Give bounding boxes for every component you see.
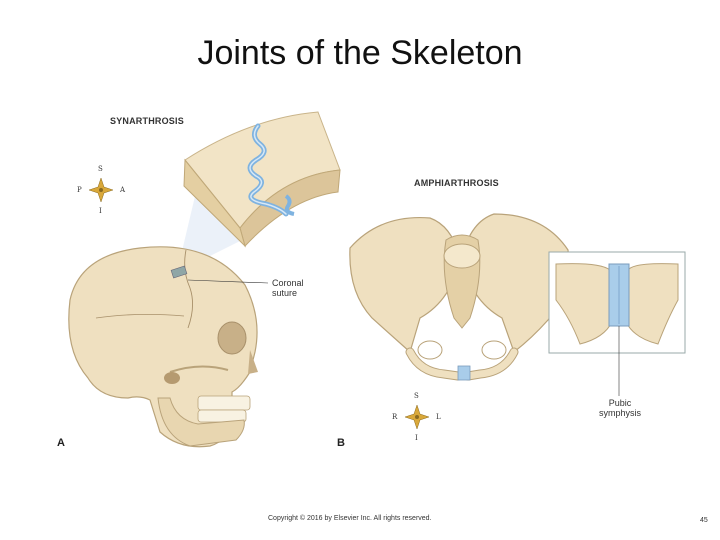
suture-block-side [239, 169, 341, 247]
compass-b-left: R [392, 413, 398, 421]
compass-b-bottom: I [415, 434, 418, 442]
pubic-symphysis-label-line1: Pubic [608, 398, 632, 408]
synarthrosis-heading: SYNARTHROSIS [110, 116, 184, 126]
slide-title: Joints of the Skeleton [197, 34, 523, 72]
suture-highlight-box [170, 265, 188, 279]
compass-rose-a [88, 177, 114, 203]
pubic-symphysis-cartilage [457, 365, 471, 381]
skull-ear [164, 372, 180, 384]
compass-rose-b [404, 404, 430, 430]
skull-mandible [157, 397, 245, 447]
coronal-leader-line [187, 279, 269, 284]
compass-a-left: P [77, 186, 82, 194]
coronal-suture-label: Coronal suture [272, 278, 304, 298]
suture-side-cut [284, 194, 295, 216]
copyright-notice: Copyright © 2016 by Elsevier Inc. All ri… [268, 515, 432, 522]
skull [68, 246, 269, 448]
compass-a-bottom: I [99, 207, 102, 215]
suture-block [183, 111, 341, 248]
suture-block-front [183, 158, 246, 248]
coronal-suture-label-line1: Coronal [272, 278, 304, 288]
pelvis [349, 213, 570, 381]
skull-nasal [248, 350, 258, 374]
panel-letter-a: A [57, 437, 65, 449]
compass-a-right: A [120, 186, 126, 194]
inset-right-bone [625, 263, 679, 345]
skull-coronal-suture [184, 249, 193, 329]
pelvis-vertebra [443, 243, 481, 269]
inset-left-bone [555, 263, 613, 345]
coronal-suture-label-line2: suture [272, 288, 298, 298]
page-number: 45 [700, 517, 708, 524]
pelvis-left-ilium [349, 216, 461, 354]
compass-b-top: S [414, 392, 419, 400]
compass-a-top: S [98, 165, 103, 173]
skull-orbit [217, 321, 247, 355]
pubic-symphysis-label: Pubic symphysis [592, 398, 648, 418]
skull-teeth-upper [197, 395, 251, 411]
magnification-cone [178, 192, 250, 268]
panel-letter-b: B [337, 437, 345, 449]
symphysis-inset [548, 251, 686, 396]
pubic-symphysis-label-line2: symphysis [598, 408, 641, 418]
compass-b-right: L [436, 413, 441, 421]
amphiarthrosis-heading: AMPHIARTHROSIS [414, 178, 499, 188]
